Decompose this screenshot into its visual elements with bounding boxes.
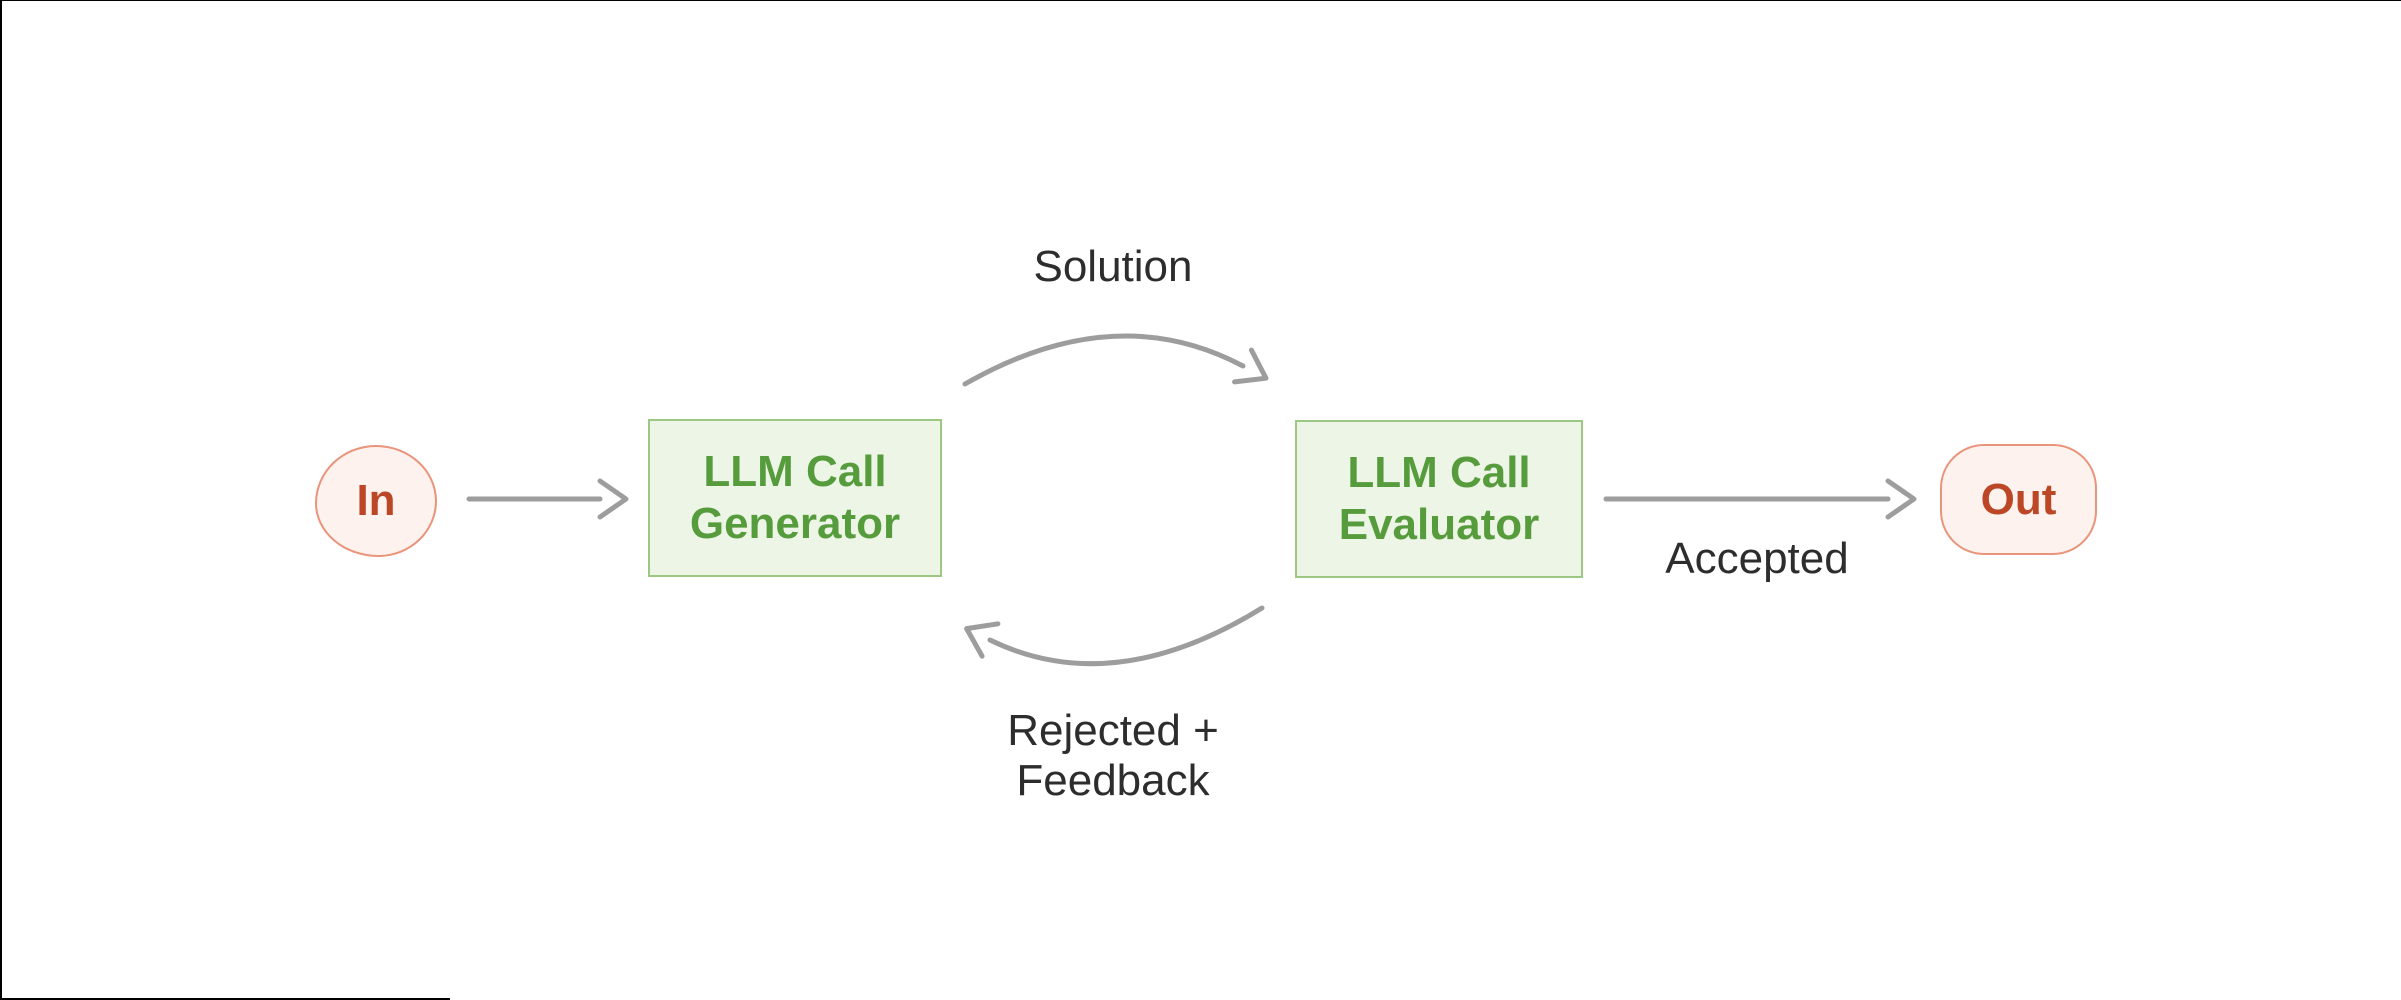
arrow-rejected-evaluator-to-generator: [964, 605, 1265, 667]
input-node-label: In: [356, 476, 396, 525]
evaluator-box: LLM Call Evaluator: [1295, 420, 1583, 578]
rejected-feedback-label: Rejected + Feedback: [913, 706, 1313, 806]
evaluator-box-label-line2: Evaluator: [1338, 500, 1540, 549]
accepted-label-text: Accepted: [1665, 534, 1849, 583]
page-border-top: [0, 0, 2401, 1]
solution-label: Solution: [913, 242, 1313, 292]
rejected-label-line1: Rejected +: [1007, 706, 1219, 755]
generator-box-label-line2: Generator: [689, 499, 901, 548]
generator-box-label-line1: LLM Call: [703, 447, 887, 496]
evaluator-box-label-line1: LLM Call: [1347, 448, 1531, 497]
page-border-left: [0, 0, 2, 1000]
output-node-label: Out: [1980, 474, 2057, 524]
rejected-label-line2: Feedback: [1016, 756, 1210, 805]
output-node: Out: [1940, 444, 2097, 555]
input-node: In: [315, 445, 437, 557]
solution-label-text: Solution: [1033, 242, 1193, 291]
accepted-label: Accepted: [1557, 534, 1957, 584]
generator-box: LLM Call Generator: [648, 419, 942, 577]
arrow-solution-generator-to-evaluator: [962, 333, 1269, 387]
page-border-bottom: [0, 998, 450, 1000]
